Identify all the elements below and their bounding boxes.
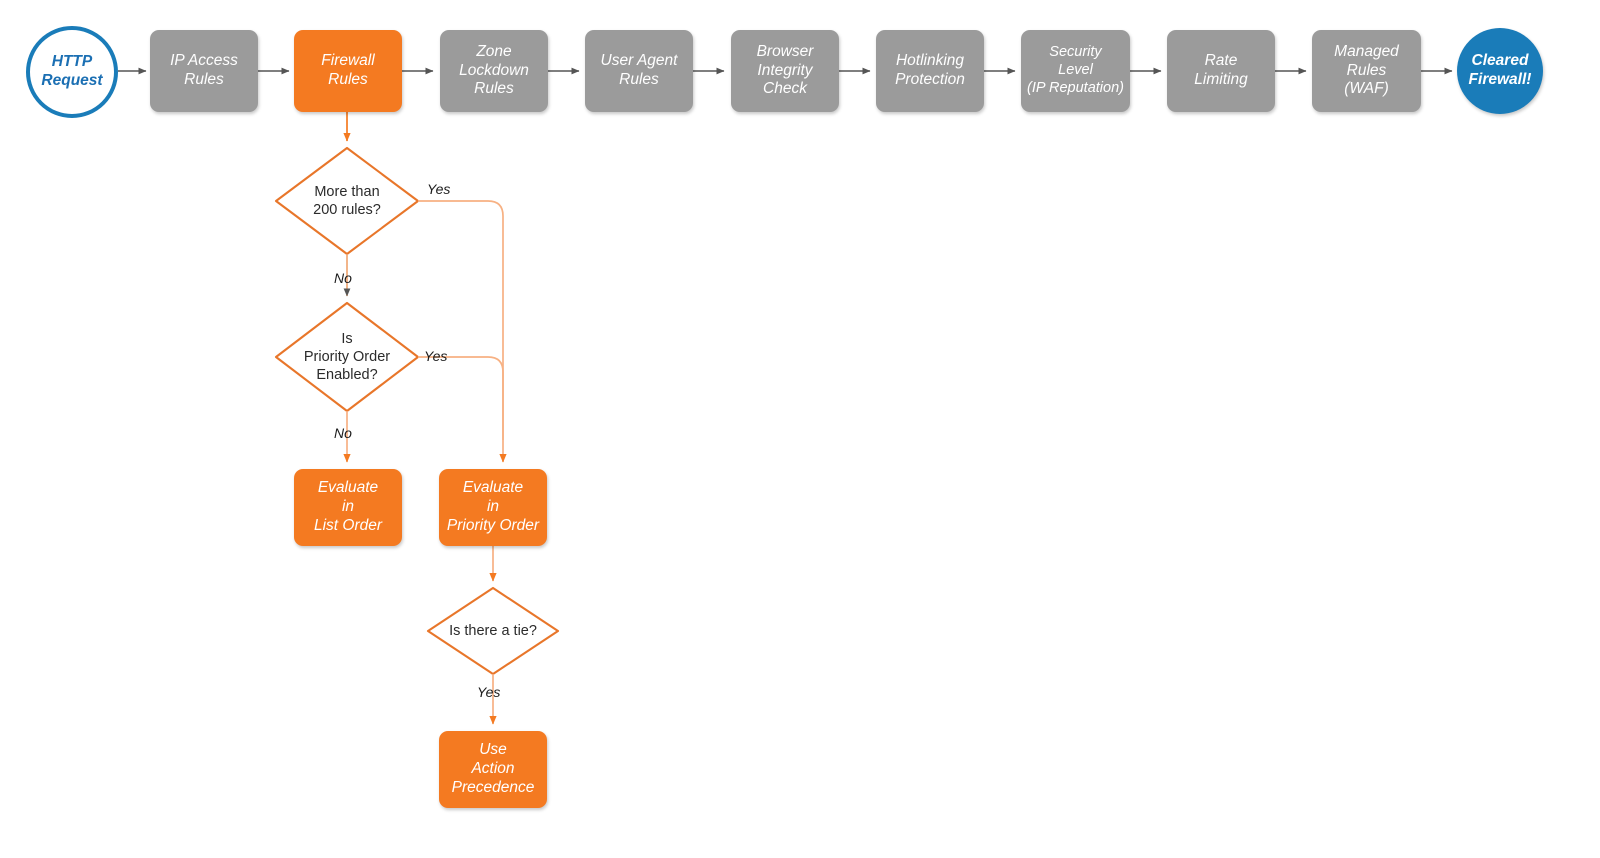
node-label: Zone Lockdown Rules [459,42,529,98]
decision-shapes [274,146,560,676]
node-security-level[interactable]: Security Level (IP Reputation) [1021,30,1130,112]
node-label: Hotlinking Protection [895,52,965,88]
node-label: Rate Limiting [1194,52,1248,88]
edge-label-yes-priority-order: Yes [424,348,447,364]
node-label: HTTP Request [41,53,103,89]
node-rate-limiting[interactable]: Rate Limiting [1167,30,1275,112]
node-label: Evaluate in List Order [313,479,383,534]
edge-label-text: No [334,425,352,441]
node-label: User Agent Rules [600,52,678,88]
node-ip-access-rules[interactable]: IP Access Rules [150,30,258,112]
edge-label-yes-tie: Yes [477,684,500,700]
edge-yes-more-than-200 [418,200,507,463]
diamond-is-there-a-tie [426,586,560,676]
node-hotlinking-protection[interactable]: Hotlinking Protection [876,30,984,112]
node-managed-rules-waf[interactable]: Managed Rules (WAF) [1312,30,1421,112]
node-evaluate-in-list-order[interactable]: Evaluate in List Order [294,469,402,546]
node-label: Cleared Firewall! [1468,52,1532,88]
node-browser-integrity-check[interactable]: Browser Integrity Check [731,30,839,112]
edge-label-text: Yes [477,684,501,700]
edge-yes-priority-order [418,356,504,440]
edge-label-text: No [334,270,352,286]
edge-label-no-more-than-200: No [334,270,352,286]
node-label: Browser Integrity Check [756,42,814,98]
node-user-agent-rules[interactable]: User Agent Rules [585,30,693,112]
node-label: Security Level (IP Reputation) [1027,44,1124,96]
diamond-more-than-200-rules [274,146,420,256]
node-evaluate-in-priority-order[interactable]: Evaluate in Priority Order [439,469,547,546]
node-http-request[interactable]: HTTP Request [26,26,118,118]
diamond-is-priority-order-enabled [274,301,420,413]
edge-label-no-priority-order: No [334,425,352,441]
node-label: Use Action Precedence [451,741,535,796]
node-label: IP Access Rules [170,52,238,88]
node-label: Evaluate in Priority Order [446,479,540,534]
edge-label-text: Yes [427,181,451,197]
edge-label-text: Yes [424,348,448,364]
node-firewall-rules[interactable]: Firewall Rules [294,30,402,112]
node-label: Managed Rules (WAF) [1334,42,1399,98]
node-use-action-precedence[interactable]: Use Action Precedence [439,731,547,808]
node-zone-lockdown-rules[interactable]: Zone Lockdown Rules [440,30,548,112]
node-cleared-firewall[interactable]: Cleared Firewall! [1457,28,1543,114]
node-label: Firewall Rules [321,52,375,88]
edge-label-yes-more-than-200: Yes [427,181,450,197]
